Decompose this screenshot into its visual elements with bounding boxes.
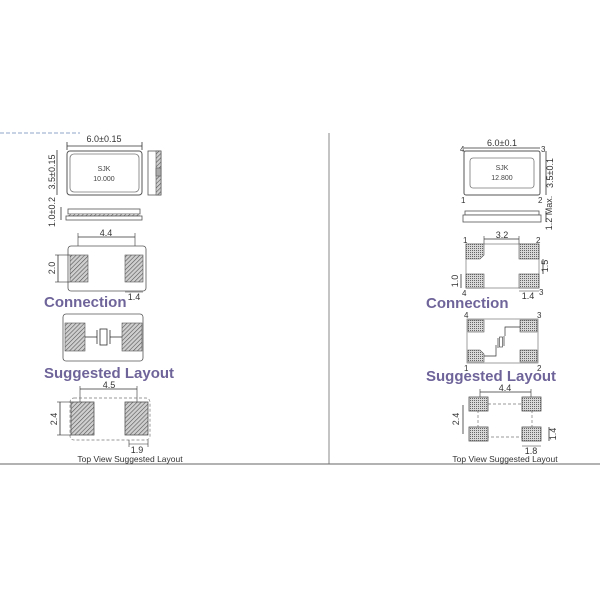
right-width-dim: 6.0±0.1 [487, 138, 517, 148]
right-package-side-view: 1.2 Max. [462, 196, 554, 231]
right-layout-pitch-dim: 4.4 [499, 383, 512, 393]
left-suggested-layout: 4.5 2.4 1.9 [49, 380, 151, 455]
right-bottom-view: 3.2 1 2 1.5 1.0 4 1.4 3 [450, 230, 550, 301]
left-layout-pitch-dim: 4.5 [103, 380, 116, 390]
right-conn-pin-3: 3 [537, 311, 542, 320]
left-pad-height-dim: 2.0 [47, 262, 57, 275]
left-connection-title: Connection [44, 294, 127, 311]
right-conn-pin-2: 2 [537, 364, 542, 373]
right-pkg-pin-3: 3 [541, 145, 546, 154]
right-layout-height-dim: 1.4 [548, 428, 558, 441]
right-bv-pin-1: 1 [463, 236, 468, 245]
left-bottom-view: 4.4 2.0 1.4 [47, 228, 147, 302]
right-layout-width-dim: 1.8 [525, 446, 538, 456]
right-pkg-pin-4: 4 [460, 145, 465, 154]
left-pad-pitch-dim: 4.4 [100, 228, 113, 238]
right-connection-title: Connection [426, 295, 509, 312]
left-suggested-layout-title: Suggested Layout [44, 365, 174, 382]
left-connection-diagram [62, 313, 144, 362]
right-panel: 6.0±0.1 4 3 SJK 12.800 3.5±0.1 1 2 1.2 M… [426, 138, 558, 464]
right-marking-brand: SJK [496, 165, 509, 172]
right-bv-pin-4: 4 [462, 289, 467, 298]
right-thickness-dim: 1.2 Max. [544, 196, 554, 231]
left-height-dim: 3.5±0.15 [47, 155, 57, 190]
left-package-side-view: 1.0±0.2 [47, 197, 143, 227]
right-suggested-layout-title: Suggested Layout [426, 368, 556, 385]
right-bv-pin-3: 3 [539, 288, 544, 297]
right-caption: Top View Suggested Layout [452, 454, 558, 464]
left-layout-height-dim: 2.4 [49, 413, 59, 426]
left-marking-freq: 10.000 [93, 176, 115, 183]
right-height-dim: 3.5±0.1 [545, 158, 555, 188]
right-pad-width-dim: 1.4 [522, 291, 535, 301]
right-suggested-layout: 4.4 2.4 1.4 1.8 [451, 383, 558, 456]
left-thickness-dim: 1.0±0.2 [47, 197, 57, 227]
right-conn-pin-4: 4 [464, 311, 469, 320]
left-layout-width-dim: 1.9 [131, 445, 144, 455]
right-bv-pin-2: 2 [536, 236, 541, 245]
left-marking-brand: SJK [98, 166, 111, 173]
left-caption: Top View Suggested Layout [77, 454, 183, 464]
right-layout-vpitch-dim: 2.4 [451, 413, 461, 426]
right-package-top-view: 6.0±0.1 4 3 SJK 12.800 3.5±0.1 1 2 [460, 138, 555, 205]
left-panel: 6.0±0.15 3.5±0.15 SJK 10.000 1.0±0.2 [44, 134, 183, 464]
right-pkg-pin-2: 2 [538, 196, 543, 205]
right-pkg-pin-1: 1 [461, 196, 466, 205]
right-pad-vspace-dim: 1.5 [540, 260, 550, 273]
right-pad-height-dim: 1.0 [450, 275, 460, 288]
left-width-dim: 6.0±0.15 [87, 134, 122, 144]
right-marking-freq: 12.800 [491, 175, 513, 182]
right-conn-pin-1: 1 [464, 364, 469, 373]
left-pad-width-dim: 1.4 [128, 292, 141, 302]
right-connection-diagram: 4 3 1 2 [464, 311, 542, 373]
right-pad-pitch-dim: 3.2 [496, 230, 509, 240]
left-package-top-view: 6.0±0.15 3.5±0.15 SJK 10.000 [47, 134, 162, 196]
